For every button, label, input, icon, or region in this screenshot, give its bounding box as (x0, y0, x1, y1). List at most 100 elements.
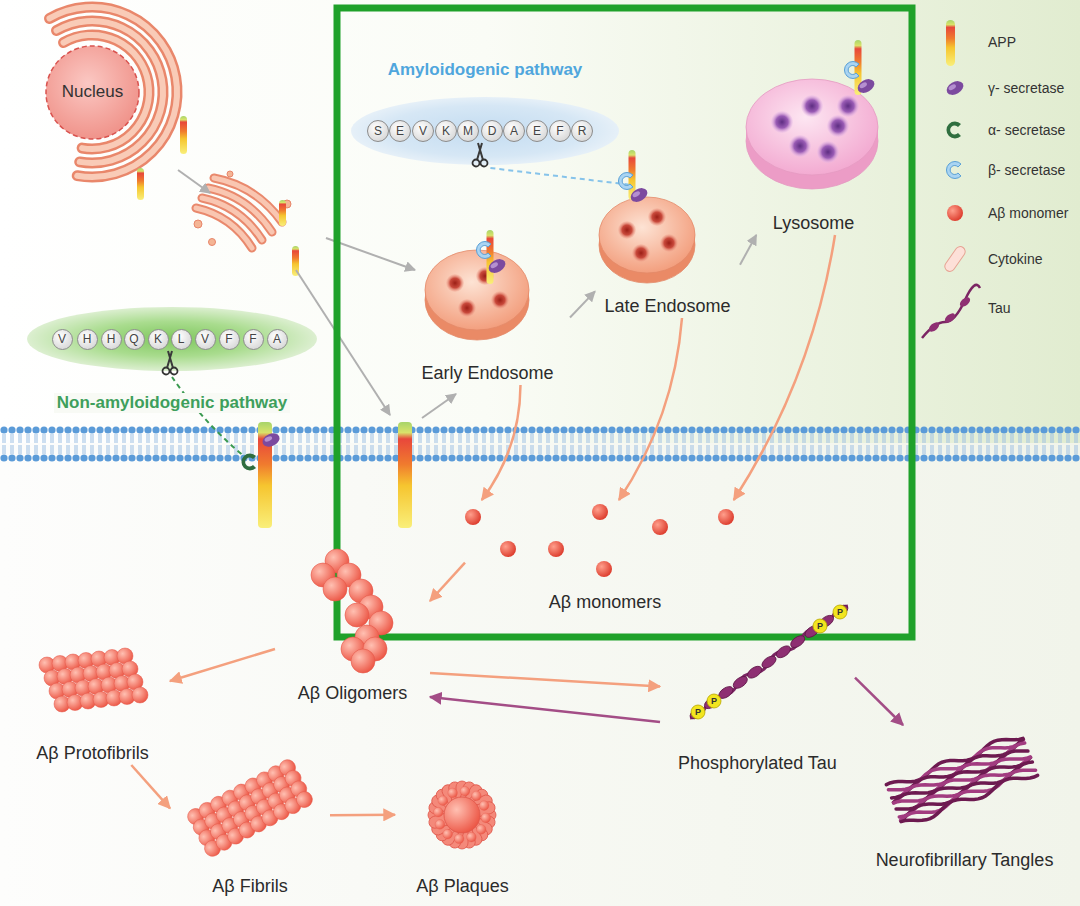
abeta-oligomers-shape-part-part (351, 649, 375, 673)
amino-acid-shape-part-part (171, 329, 191, 349)
amino-acid-shape-part-part (101, 329, 121, 349)
connector-arrow (482, 385, 521, 500)
nucleus-shape-part (46, 46, 139, 139)
golgi-apparatus-part (196, 178, 282, 248)
endosome-shape-part-part (458, 299, 476, 317)
phosphate-shape-part-part (813, 619, 827, 633)
amino-acid-shape-part (243, 329, 263, 349)
tau-icon-part (927, 320, 941, 333)
pathway-bubble: Amyloidogenic pathwaySEVKMDAEFR (350, 60, 620, 168)
amino-acid: K (148, 329, 169, 350)
nucleus-shape-part-part (46, 46, 139, 139)
amino-acid-shape-part (413, 121, 434, 142)
abeta-monomers-shape-part-part (718, 509, 734, 525)
abeta-oligomers-shape-part-part (323, 577, 347, 601)
endosome-shape-part-part (425, 250, 529, 330)
cleavage-leader (172, 377, 244, 456)
endosome-shape (405, 228, 570, 385)
endosome-shape-part-part (660, 234, 678, 252)
amino-acid: V (195, 329, 216, 350)
amino-acid-shape-part (458, 121, 479, 142)
abeta-protofibrils: Aβ Protofibrils (15, 645, 170, 765)
amino-acid-shape-part (171, 329, 191, 349)
node-label: Neurofibrillary Tangles (876, 850, 1054, 872)
amino-acid-shape-part (527, 121, 548, 142)
residue-letter: R (578, 124, 587, 138)
nucleus: Nucleus (45, 45, 140, 140)
amino-acid-shape-part-part (219, 329, 239, 349)
legend-label: Tau (988, 300, 1011, 316)
phosphate-shape-part (691, 705, 705, 719)
amino-acid: M (457, 120, 479, 142)
node-label: Aβ Plaques (416, 876, 508, 898)
amino-acid-shape-part-part (243, 329, 263, 349)
endosome-shape-part-part (618, 221, 636, 239)
amino-acid: F (243, 329, 264, 350)
amino-acid: F (219, 329, 240, 350)
node-label: Amyloidogenic pathway (388, 60, 583, 80)
amino-acid-shape-part-part (148, 329, 168, 349)
endosome: Late Endosome (595, 185, 740, 318)
endosome: Early Endosome (405, 228, 570, 385)
endosome-shape-part-part (599, 197, 695, 273)
residue-letter: M (463, 124, 473, 138)
pathway-bubble: Non-amyloidogenic pathwayVHHQKLVFFA (26, 305, 318, 413)
abeta-plaques-shape-part-part-part (438, 796, 448, 806)
amino-acid-shape-part-part (527, 121, 548, 142)
neurofibrillary-tangles-shape (862, 725, 1067, 872)
abeta-plaques: Aβ Plaques (395, 770, 530, 898)
golgi-apparatus-part (209, 239, 216, 246)
lysosome-shape-part-part (817, 141, 839, 163)
cytokine-icon (943, 245, 967, 274)
amino-acid-shape-part-part (368, 121, 389, 142)
abeta-plaques-shape-part-part-part (430, 793, 495, 837)
lysosome-shape-part-part (801, 95, 823, 117)
endosome-shape-part-part (628, 185, 650, 204)
lysosome-shape-part (746, 40, 878, 189)
abeta-plaques-shape-part-part-part (467, 832, 477, 842)
amino-acid-shape-part (390, 121, 411, 142)
connector-arrow (170, 649, 275, 681)
abeta-oligomers: Aβ Oligomers (275, 545, 430, 705)
phosphate-shape-part-part (707, 694, 721, 708)
trafficking-arrows-part (178, 170, 210, 193)
amino-acid: D (481, 120, 503, 142)
node-label: Nucleus (62, 82, 123, 102)
beta-secretase-icon (946, 162, 961, 179)
abeta-monomers-shape-part-part (596, 561, 612, 577)
phosphorylated-tau-shape-part-part (731, 674, 749, 691)
amino-acid: Q (124, 329, 145, 350)
residue-letter: D (488, 124, 497, 138)
membrane-app-part (241, 454, 256, 471)
amino-acid: F (549, 120, 571, 142)
phosphorylated-tau-shape-part-part (690, 606, 848, 718)
lysosome-shape-part-part (844, 62, 859, 79)
alpha-secretase-icon (946, 122, 961, 139)
residue-letter: V (419, 124, 427, 138)
connector-arrow (490, 168, 632, 185)
legend-row: β- secretase (988, 161, 1065, 179)
abeta-monomers-shape-part-part (652, 519, 668, 535)
legend-row: Cytokine (988, 250, 1042, 268)
endoplasmic-reticulum-part (180, 116, 187, 154)
phosphorylated-tau-shape-part-part (745, 664, 763, 681)
node-label: Aβ Fibrils (212, 876, 287, 898)
connector-arrow (740, 235, 756, 265)
abeta-plaques-shape-part-part-part (476, 825, 486, 835)
highlight-frame (337, 8, 912, 637)
abeta-fibrils: Aβ Fibrils (170, 760, 330, 898)
golgi-apparatus-part (194, 220, 202, 228)
phosphorylated-tau-shape-part-part (702, 694, 720, 711)
amino-acid-shape-part-part (77, 329, 97, 349)
residue-letter: V (58, 332, 66, 346)
endosome-shape-part-part (491, 291, 509, 309)
node-label: Phosphorylated Tau (678, 753, 837, 775)
amino-acid: H (101, 329, 122, 350)
endoplasmic-reticulum-part (50, 7, 178, 177)
abeta-plaques-shape-part (428, 781, 497, 850)
legend-label: γ- secretase (988, 80, 1064, 96)
abeta-plaques-shape-part-part-part (440, 783, 484, 848)
legend-label: α- secretase (988, 122, 1065, 138)
abeta-fibrils-shape-part-part (185, 757, 315, 859)
